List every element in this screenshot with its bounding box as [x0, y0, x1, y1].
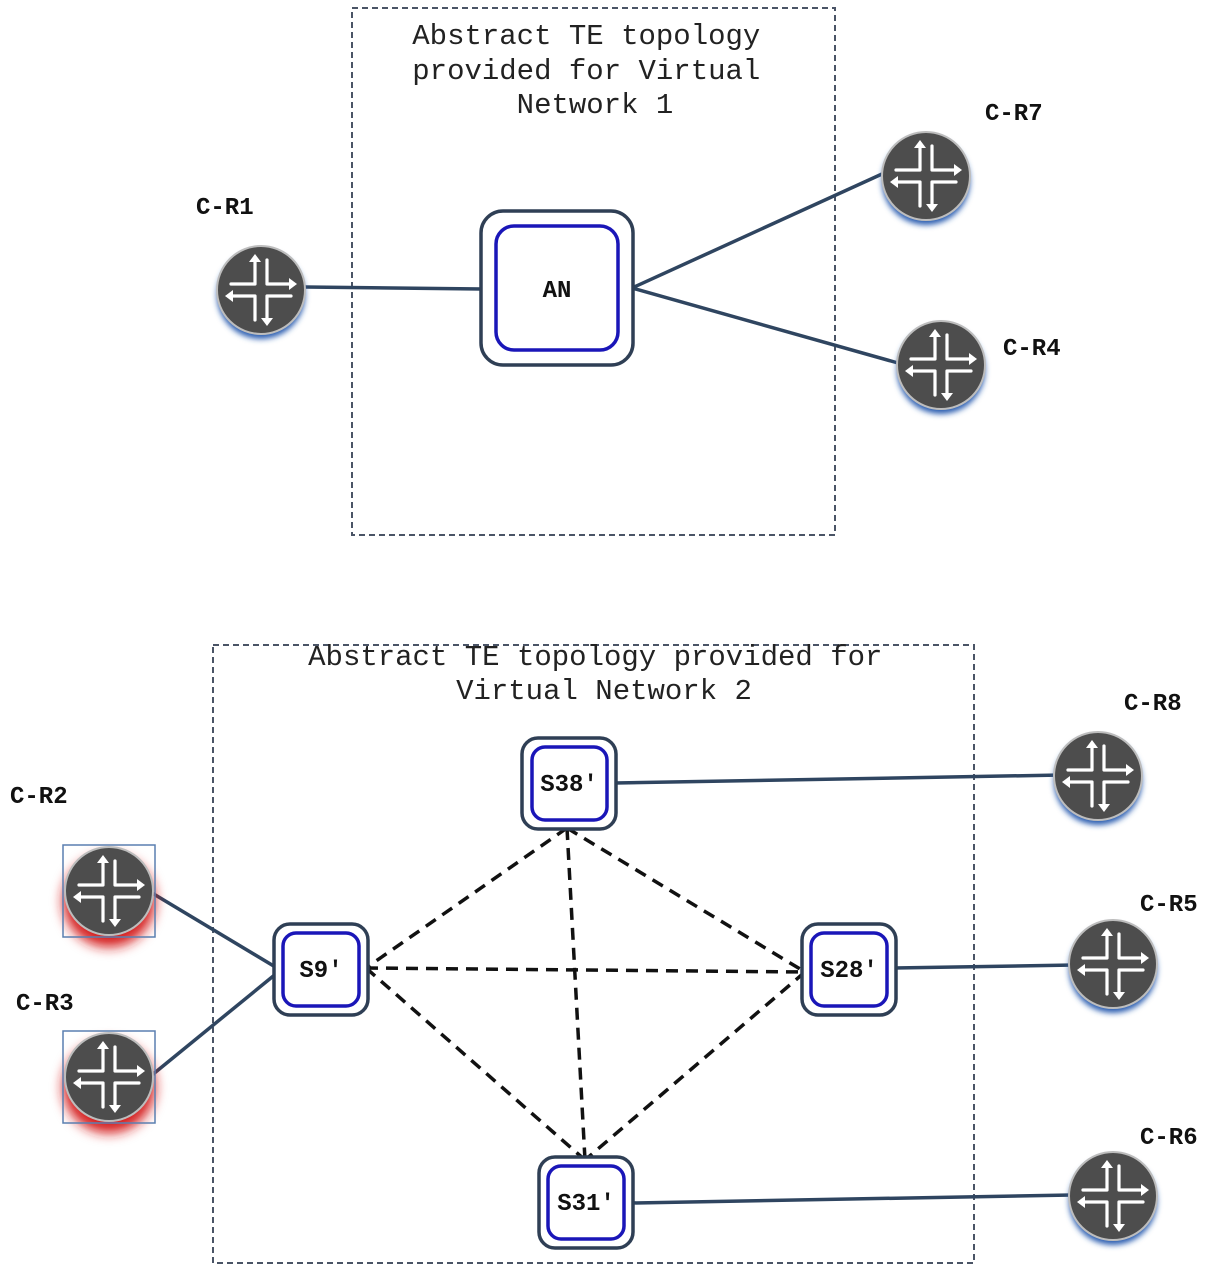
router-label-cr7: C-R7: [985, 101, 1043, 128]
vn2-caption: Abstract TE topology provided for Virtua…: [308, 641, 900, 708]
abstract-node-label: S31′: [557, 1191, 615, 1218]
abstract-node-s28[interactable]: S28′: [800, 922, 898, 1017]
abstract-node-label: AN: [543, 278, 572, 305]
router-label-cr6: C-R6: [1140, 1125, 1198, 1152]
link-s28-cr5: [893, 963, 1076, 970]
router-icon: [1068, 919, 1158, 1009]
vlink-s28-s31: [583, 970, 807, 1162]
router-label-cr1: C-R1: [196, 195, 254, 222]
vlink-s38-s31: [565, 827, 587, 1161]
vn1-caption: Abstract TE topology provided for Virtua…: [412, 20, 777, 122]
router-cr4[interactable]: [896, 320, 986, 414]
vn2-frame: [212, 644, 975, 1264]
link-s31-cr6: [631, 1193, 1073, 1205]
router-cr6[interactable]: [1068, 1151, 1158, 1245]
router-icon: [1068, 1151, 1158, 1241]
vlink-s38-s28: [566, 826, 806, 974]
link-cr2-s9: [151, 891, 278, 970]
vn1-caption-line-2: provided for Virtual: [412, 55, 760, 88]
router-icon: [216, 245, 306, 335]
vn2-caption-line-1: Abstract TE topology provided for: [308, 641, 882, 674]
link-cr1-an: [304, 285, 483, 291]
router-label-cr5: C-R5: [1140, 892, 1198, 919]
selection-box: [62, 844, 156, 938]
router-icon: [881, 131, 971, 221]
abstract-node-label: S28′: [820, 958, 878, 985]
link-an-cr7: [631, 172, 883, 290]
router-cr2[interactable]: [62, 844, 156, 947]
vlink-s38-s9: [364, 826, 569, 970]
router-cr7[interactable]: [881, 131, 971, 225]
vlink-s9-s31: [364, 966, 587, 1162]
router-icon: [64, 846, 154, 936]
vn1-group: Abstract TE topology provided for Virtua…: [196, 7, 1061, 536]
router-cr8[interactable]: [1053, 731, 1143, 825]
vn1-caption-line-3: Network 1: [517, 89, 674, 122]
router-cr1[interactable]: [216, 245, 306, 339]
vn2-caption-line-2: Virtual Network 2: [456, 675, 752, 708]
abstract-node-s9[interactable]: S9′: [272, 922, 370, 1017]
router-icon: [1053, 731, 1143, 821]
vn1-caption-line-1: Abstract TE topology: [412, 20, 760, 53]
link-an-cr4: [631, 286, 899, 365]
vlink-s9-s28: [365, 966, 806, 974]
selection-box: [62, 1030, 156, 1124]
router-icon: [64, 1032, 154, 1122]
router-label-cr3: C-R3: [16, 991, 74, 1018]
abstract-node-s31[interactable]: S31′: [537, 1155, 635, 1250]
link-cr3-s9: [150, 971, 279, 1077]
router-cr3[interactable]: [62, 1030, 156, 1133]
vn2-group: Abstract TE topology provided for Virtua…: [10, 641, 1198, 1264]
router-icon: [896, 320, 986, 410]
abstract-node-label: S9′: [299, 958, 342, 985]
link-s38-cr8: [614, 773, 1063, 785]
router-label-cr4: C-R4: [1003, 336, 1061, 363]
router-label-cr2: C-R2: [10, 784, 68, 811]
abstract-node-label: S38′: [540, 772, 598, 799]
abstract-node-an[interactable]: AN: [479, 209, 635, 367]
router-label-cr8: C-R8: [1124, 691, 1182, 718]
abstract-node-s38[interactable]: S38′: [520, 736, 618, 831]
vn1-frame: [351, 7, 836, 536]
router-cr5[interactable]: [1068, 919, 1158, 1013]
